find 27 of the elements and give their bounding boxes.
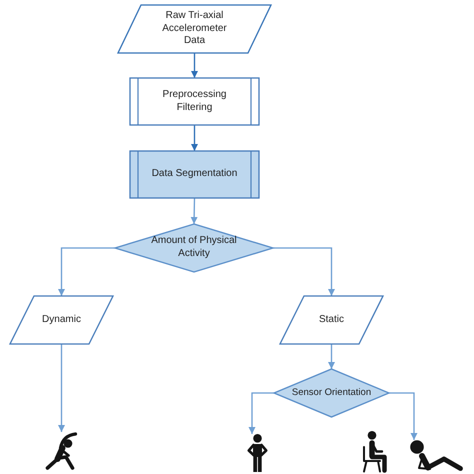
process-box bbox=[130, 78, 259, 125]
flow-arrow bbox=[58, 344, 65, 432]
standing-person-icon bbox=[247, 434, 268, 472]
stretching-person-icon bbox=[45, 432, 78, 470]
reclining-person-icon bbox=[410, 440, 463, 472]
sitting-person-icon bbox=[362, 431, 390, 472]
step-label: Dynamic bbox=[42, 314, 81, 326]
data-parallelogram bbox=[280, 296, 383, 344]
process-box bbox=[130, 151, 259, 198]
flow-arrow bbox=[191, 53, 198, 78]
flow-arrow bbox=[389, 392, 418, 440]
decision-diamond bbox=[115, 224, 273, 272]
data-parallelogram bbox=[10, 296, 113, 344]
flow-arrow bbox=[190, 198, 198, 224]
flow-arrow bbox=[191, 125, 198, 151]
step-label: Static bbox=[318, 314, 344, 326]
step-label: Raw Tri-axial Accelerometer Data bbox=[161, 10, 228, 48]
input-parallelogram bbox=[118, 5, 271, 53]
decision-diamond bbox=[274, 369, 389, 417]
flow-arrow bbox=[248, 392, 274, 434]
decision-label: Sensor Orientation bbox=[292, 386, 372, 400]
step-label: Data Segmentation bbox=[152, 168, 238, 181]
flow-arrow bbox=[58, 247, 115, 296]
decision-label: Amount of Physical Activity bbox=[150, 235, 238, 261]
flow-arrow bbox=[328, 344, 335, 369]
flow-arrow bbox=[273, 247, 335, 296]
step-label: Preprocessing Filtering bbox=[162, 88, 228, 114]
